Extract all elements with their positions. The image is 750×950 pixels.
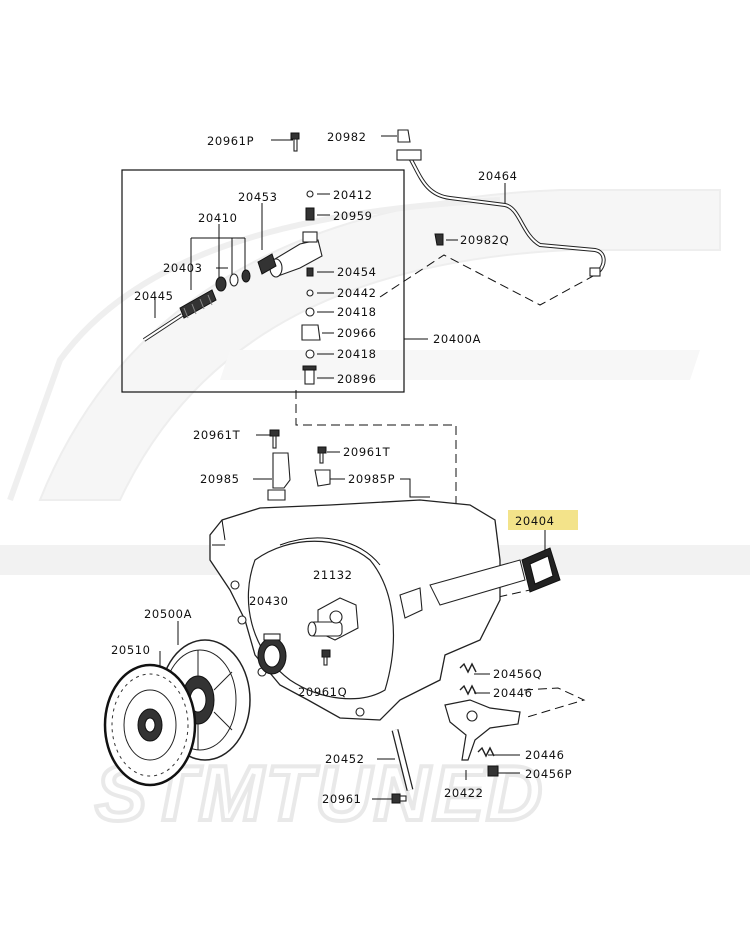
- label-20418-b[interactable]: 20418: [337, 347, 377, 361]
- small-parts-column: [301, 190, 321, 385]
- spring-20456Q: [459, 662, 477, 674]
- label-20985P[interactable]: 20985P: [348, 472, 395, 486]
- boot-20403: [179, 289, 217, 319]
- label-20410[interactable]: 20410: [198, 211, 238, 225]
- label-20403[interactable]: 20403: [163, 261, 203, 275]
- label-20453[interactable]: 20453: [238, 190, 278, 204]
- label-20412[interactable]: 20412: [333, 188, 373, 202]
- release-cylinder-body: [215, 231, 323, 292]
- bolt-20961P: [290, 132, 300, 152]
- label-20404[interactable]: 20404: [515, 514, 555, 528]
- highlight-box: [508, 510, 578, 530]
- fork-shaft-20452: [391, 729, 414, 791]
- release-bearing-20430: [257, 633, 287, 675]
- release-fork-20422: [444, 699, 521, 761]
- label-20442[interactable]: 20442: [337, 286, 377, 300]
- label-20510[interactable]: 20510: [111, 643, 151, 657]
- label-20982Q[interactable]: 20982Q: [460, 233, 509, 247]
- label-20452[interactable]: 20452: [325, 752, 365, 766]
- label-20422[interactable]: 20422: [444, 786, 484, 800]
- label-20464[interactable]: 20464: [478, 169, 518, 183]
- release-fork-boot-20404[interactable]: [508, 510, 578, 593]
- label-20400A[interactable]: 20400A: [433, 332, 481, 346]
- label-20961T-b[interactable]: 20961T: [343, 445, 391, 459]
- clutch-disc-20510: [103, 663, 197, 787]
- label-20500A[interactable]: 20500A: [144, 607, 192, 621]
- spring-20446-top: [459, 684, 477, 696]
- label-20961[interactable]: 20961: [322, 792, 362, 806]
- bolt-20961T-right: [317, 446, 327, 464]
- label-20966[interactable]: 20966: [337, 326, 377, 340]
- bearing-retainer-21132: [307, 597, 359, 641]
- label-21132[interactable]: 21132: [313, 568, 353, 582]
- part-labels: 20961P 20982 20464 20453 20412 20410 209…: [111, 130, 572, 806]
- label-20961T-a[interactable]: 20961T: [193, 428, 241, 442]
- label-20446-a[interactable]: 20446: [493, 686, 533, 700]
- clip-20982Q: [434, 233, 444, 246]
- label-20982[interactable]: 20982: [327, 130, 367, 144]
- bolt-20961: [391, 793, 407, 804]
- label-20961Q[interactable]: 20961Q: [298, 685, 347, 699]
- bracket-20982: [397, 129, 411, 143]
- label-20454[interactable]: 20454: [337, 265, 377, 279]
- label-20446-b[interactable]: 20446: [525, 748, 565, 762]
- label-20961P[interactable]: 20961P: [207, 134, 254, 148]
- hydraulic-line-20464: [396, 149, 606, 277]
- label-20985[interactable]: 20985: [200, 472, 240, 486]
- label-20456P[interactable]: 20456P: [525, 767, 572, 781]
- push-rod-20445: [142, 313, 184, 342]
- bolt-20961T-left: [269, 429, 280, 449]
- label-20896[interactable]: 20896: [337, 372, 377, 386]
- label-20456Q[interactable]: 20456Q: [493, 667, 542, 681]
- transmission-housing: [209, 499, 526, 721]
- spring-20446-bottom: [477, 746, 495, 758]
- clip-20456P: [487, 765, 499, 777]
- label-20445[interactable]: 20445: [134, 289, 174, 303]
- label-20959[interactable]: 20959: [333, 209, 373, 223]
- label-20430[interactable]: 20430: [249, 594, 289, 608]
- bracket-20985: [267, 452, 291, 501]
- bolt-20961Q: [321, 649, 331, 666]
- label-20418-a[interactable]: 20418: [337, 305, 377, 319]
